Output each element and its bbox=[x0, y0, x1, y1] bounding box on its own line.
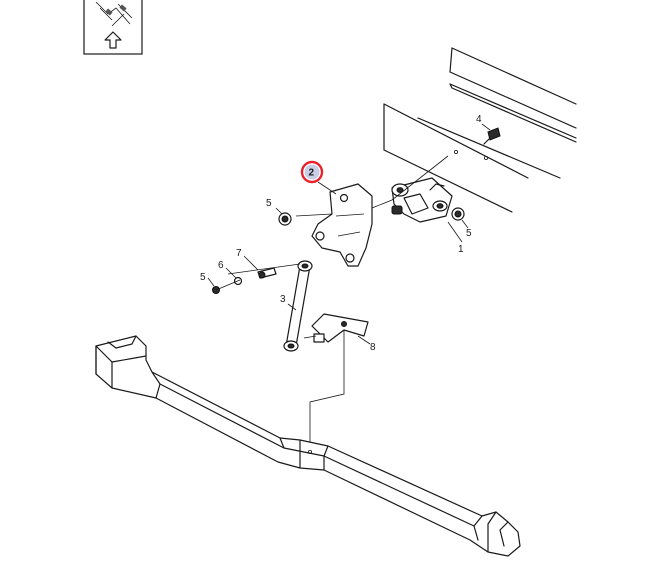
callout-8: 8 bbox=[370, 342, 376, 353]
bracket-part[interactable] bbox=[311, 183, 373, 267]
callout-3: 3 bbox=[280, 294, 286, 305]
callout-4: 4 bbox=[476, 114, 482, 125]
callout-6: 6 bbox=[218, 260, 224, 271]
frame-rail bbox=[383, 47, 577, 213]
bolt-part[interactable] bbox=[483, 127, 501, 145]
callout-5-left: 5 bbox=[200, 272, 206, 283]
callout-labels: 4 1 5 5 7 6 5 3 8 bbox=[200, 114, 482, 353]
mounting-plate-part[interactable] bbox=[311, 313, 369, 343]
callout-7: 7 bbox=[236, 248, 242, 259]
level-sensor-part[interactable] bbox=[391, 177, 453, 223]
leaf-spring-part bbox=[95, 335, 521, 557]
callout-1: 1 bbox=[458, 244, 464, 255]
ball-stud-part[interactable] bbox=[257, 267, 277, 279]
arrow-up-icon bbox=[104, 31, 122, 49]
inset-thumbnail[interactable] bbox=[83, 0, 143, 55]
highlighted-callout-2[interactable]: 2 bbox=[300, 160, 324, 184]
inset-parts-icon bbox=[95, 1, 133, 27]
callout-2: 2 bbox=[309, 168, 315, 179]
link-rod-part[interactable] bbox=[283, 260, 313, 352]
callout-5-mid: 5 bbox=[266, 198, 272, 209]
nut-right-part[interactable] bbox=[451, 207, 465, 221]
nut-left-part[interactable] bbox=[278, 212, 292, 226]
callout-5-right: 5 bbox=[466, 228, 472, 239]
